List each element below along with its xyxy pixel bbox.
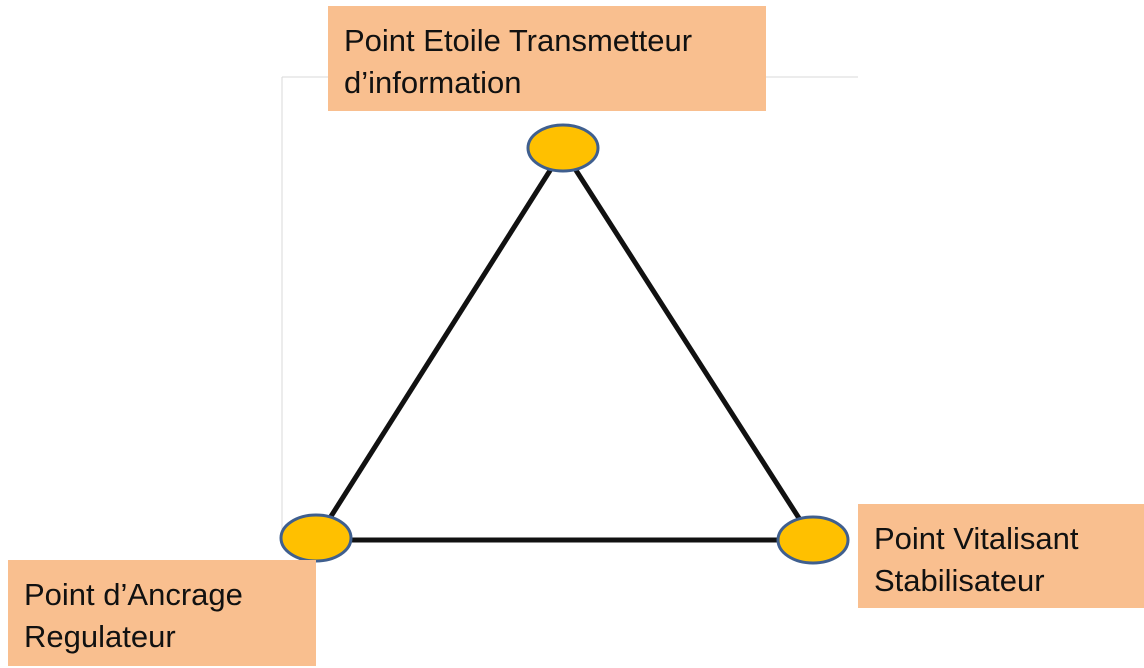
edge-top-to-bottom-left [313,148,566,542]
node-top [526,123,600,173]
bottom-left-node-label: Point d’Ancrage Regulateur [8,560,316,666]
bottom-left-node-label-line-2: Regulateur [24,619,176,654]
bottom-right-node-label: Point Vitalisant Stabilisateur [858,504,1144,608]
edge-bottom-right-to-top [560,148,816,542]
bottom-right-node-label-line-1: Point Vitalisant [874,521,1079,556]
bottom-right-node-label-line-2: Stabilisateur [874,563,1045,598]
top-node-label: Point Etoile Transmetteur d’information [328,6,766,111]
bottom-left-node-label-line-1: Point d’Ancrage [24,577,243,612]
node-bottom-left [279,513,353,563]
top-node-label-line-2: d’information [344,65,522,100]
node-bottom-right [776,515,850,565]
top-node-label-line-1: Point Etoile Transmetteur [344,23,693,58]
